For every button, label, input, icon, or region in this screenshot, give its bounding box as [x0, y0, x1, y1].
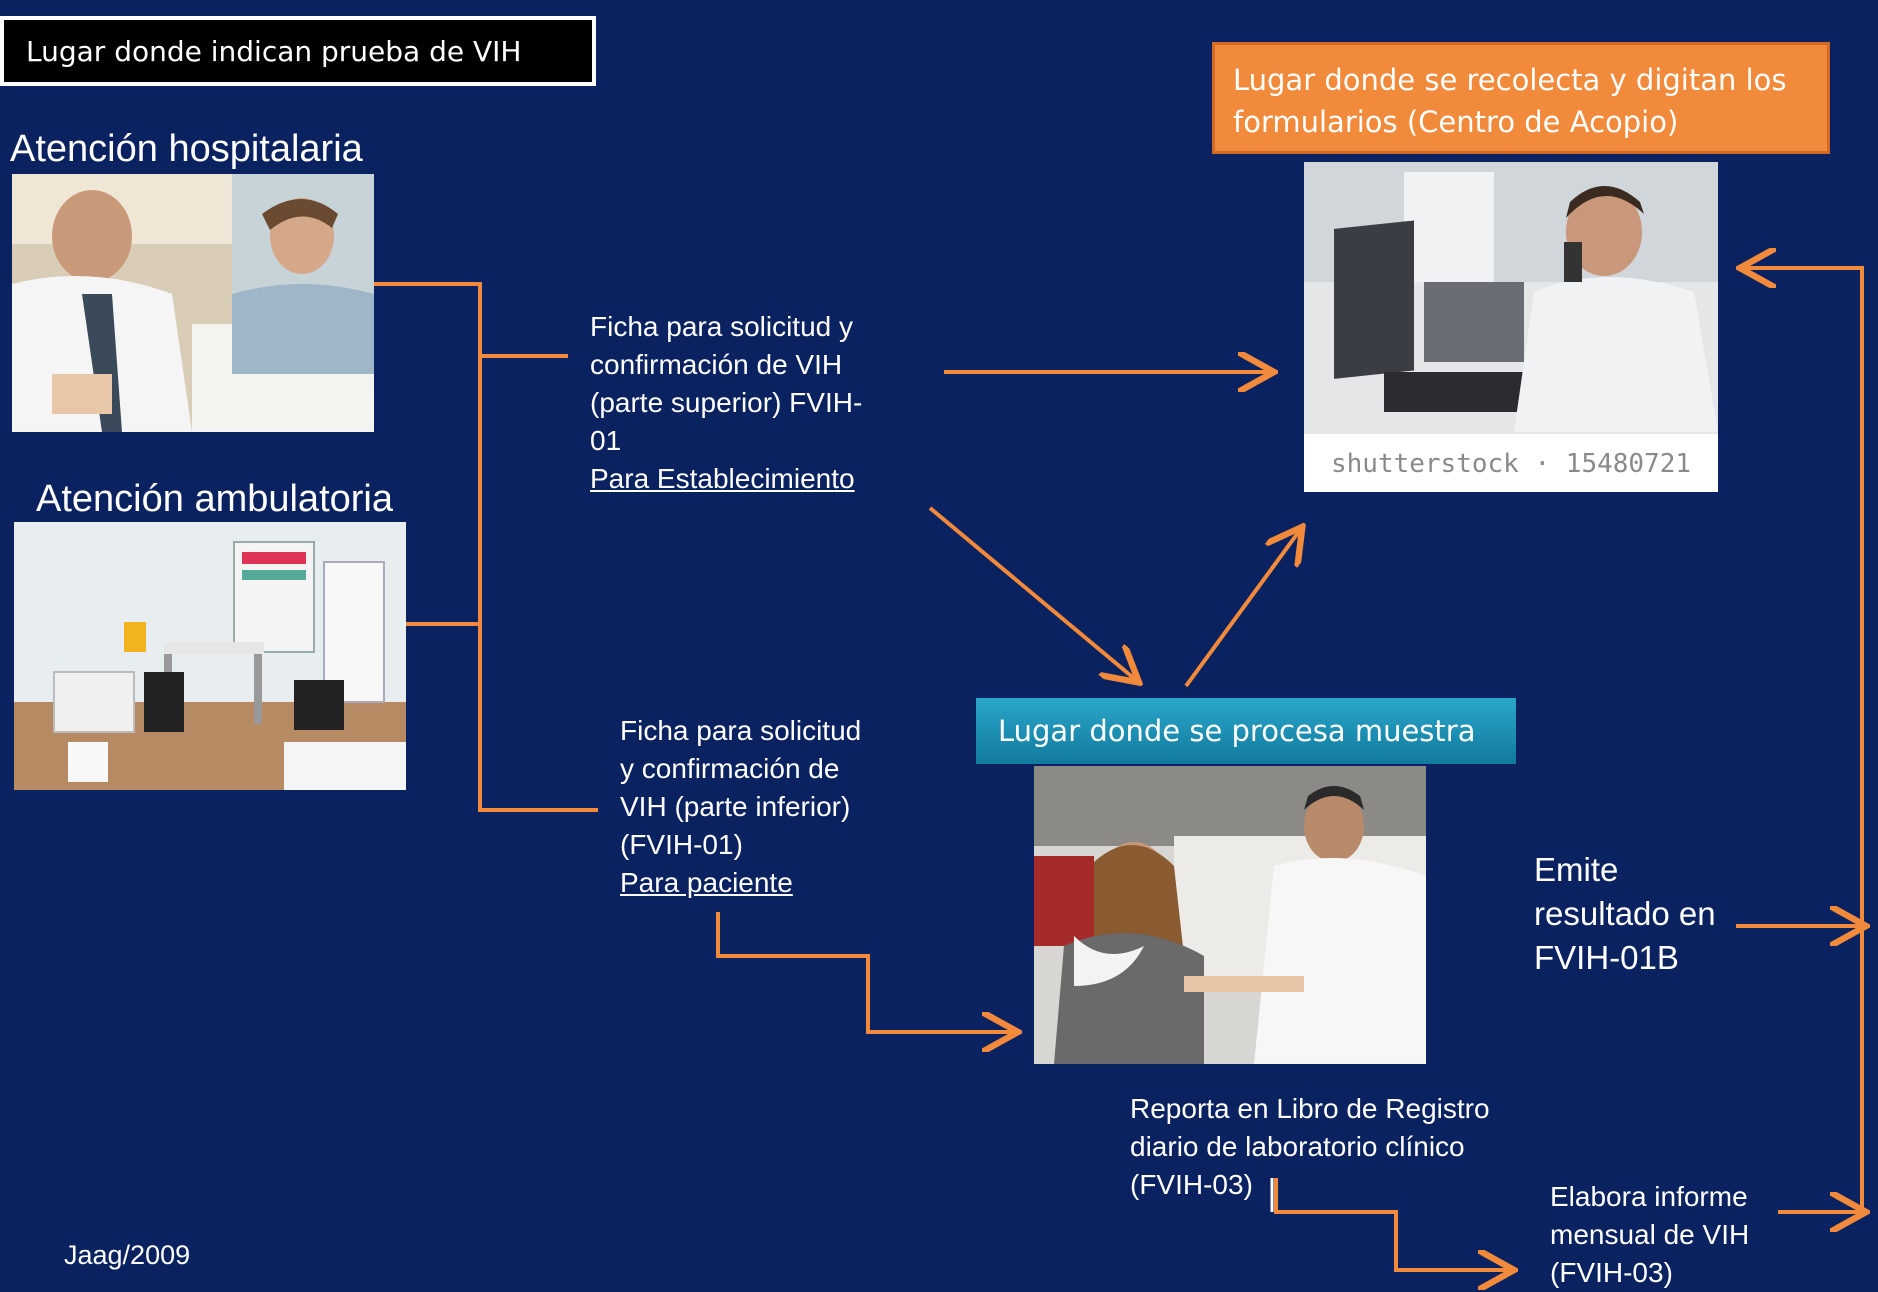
- arrow-patient-to-processing: [716, 912, 1014, 1032]
- ambulatory-care-label: Atención ambulatoria: [36, 478, 393, 520]
- upper-form-line3: (parte superior) FVIH-: [590, 387, 863, 418]
- monthly-line3: (FVIH-03): [1550, 1257, 1673, 1288]
- reports-line1: Reporta en Libro de Registro: [1130, 1093, 1490, 1124]
- bracket-line: [374, 282, 598, 812]
- hospital-care-label: Atención hospitalaria: [10, 128, 363, 170]
- upper-form-line4: 01: [590, 425, 622, 456]
- monthly-line2: mensual de VIH: [1550, 1219, 1750, 1250]
- collection-site-box: Lugar donde se recolecta y digitan los f…: [1212, 42, 1830, 154]
- monthly-report-text: Elabora informe mensual de VIH (FVIH-03): [1550, 1178, 1749, 1292]
- reports-line2: diario de laboratorio clínico: [1130, 1131, 1465, 1162]
- arrow-return-to-collection: [1744, 268, 1864, 1216]
- arrow-processing-to-collection: [1184, 530, 1300, 688]
- arrow-reports-to-monthly: [1274, 1178, 1510, 1270]
- arrow-form-to-processing: [928, 506, 1136, 680]
- lower-form-line1: Ficha para solicitud: [620, 715, 862, 746]
- emits-line2: resultado en: [1534, 895, 1716, 932]
- hospital-care-photo: [12, 174, 374, 432]
- processing-image: [1034, 766, 1426, 1064]
- lower-form-line4: (FVIH-01): [620, 829, 743, 860]
- lower-form-line2: y confirmación de: [620, 753, 840, 784]
- stock-watermark: shutterstock · 15480721: [1331, 449, 1691, 479]
- emits-line3: FVIH-01B: [1534, 939, 1679, 976]
- lower-form-link[interactable]: Para paciente: [620, 867, 793, 898]
- ambulatory-care-photo: [14, 522, 406, 790]
- lower-form-description: Ficha para solicitud y confirmación de V…: [620, 712, 861, 902]
- ambulatory-care-image: [14, 522, 406, 790]
- processing-site-box: Lugar donde se procesa muestra: [976, 698, 1516, 764]
- indication-site-box: Lugar donde indican prueba de VIH: [0, 16, 596, 86]
- emits-line1: Emite: [1534, 851, 1619, 888]
- indication-site-label: Lugar donde indican prueba de VIH: [26, 34, 522, 68]
- lower-form-line3: VIH (parte inferior): [620, 791, 851, 822]
- monthly-line1: Elabora informe: [1550, 1181, 1748, 1212]
- emits-result-text: Emite resultado en FVIH-01B: [1534, 848, 1716, 980]
- collection-site-label: Lugar donde se recolecta y digitan los f…: [1233, 63, 1787, 139]
- reports-line3: (FVIH-03): [1130, 1169, 1253, 1200]
- upper-form-link[interactable]: Para Establecimiento: [590, 463, 855, 494]
- processing-photo: [1034, 766, 1426, 1064]
- upper-form-description: Ficha para solicitud y confirmación de V…: [590, 308, 862, 498]
- collection-center-photo: shutterstock · 15480721: [1304, 162, 1718, 492]
- hospital-care-image: [12, 174, 374, 432]
- footer-credit: Jaag/2009: [64, 1240, 191, 1270]
- upper-form-line2: confirmación de VIH: [590, 349, 843, 380]
- collection-center-image: shutterstock · 15480721: [1304, 162, 1718, 492]
- processing-site-label: Lugar donde se procesa muestra: [998, 714, 1476, 748]
- reports-text: Reporta en Libro de Registro diario de l…: [1130, 1090, 1490, 1204]
- upper-form-line1: Ficha para solicitud y: [590, 311, 854, 342]
